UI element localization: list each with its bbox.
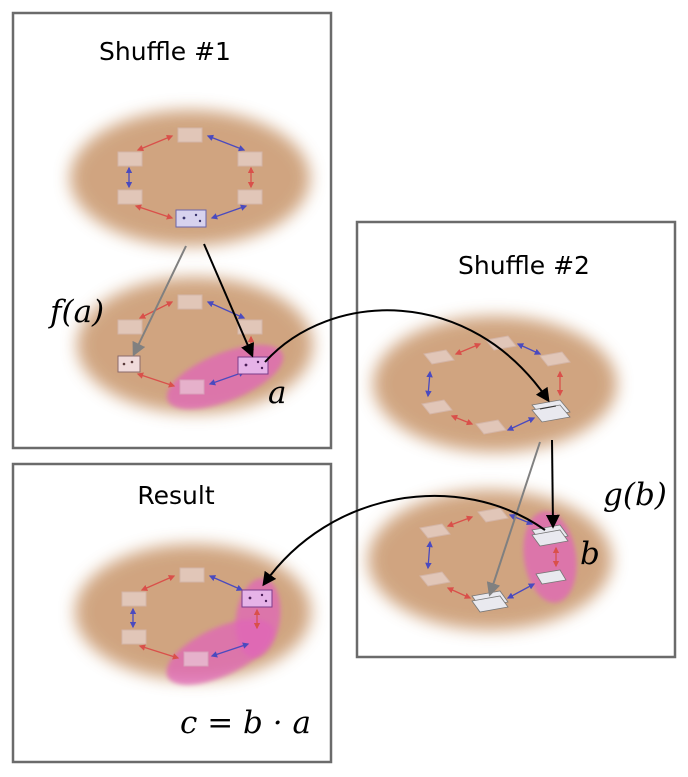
state-blob <box>70 110 310 246</box>
arrow-to-a <box>203 243 254 358</box>
current-state-card <box>175 209 207 228</box>
card-ring <box>117 127 263 205</box>
ring-arrows <box>425 513 560 599</box>
label-a: a <box>268 375 286 411</box>
result-title: Result <box>137 481 214 510</box>
arrow-to-f-a <box>132 245 187 357</box>
label-c-equation: c = b · a <box>180 705 311 741</box>
card-b <box>531 524 569 585</box>
label-b: b <box>580 536 600 572</box>
ring-arrows <box>425 343 564 431</box>
ring-arrows <box>129 575 261 660</box>
card-ring <box>117 294 263 395</box>
result-panel: Result c = b · a <box>11 462 333 764</box>
card-f-a <box>117 355 141 373</box>
card-ring <box>419 507 509 587</box>
arrow-a-to-shuffle2 <box>264 309 550 403</box>
arrow-to-b <box>545 439 560 529</box>
card-ring <box>421 335 571 435</box>
label-f-a: f(a) <box>48 294 104 330</box>
card-c <box>241 589 273 608</box>
arrow-to-g-b <box>486 441 541 597</box>
shuffle2-title: Shuffle #2 <box>458 251 590 280</box>
ring-arrows <box>125 134 255 220</box>
label-g-b: g(b) <box>603 477 667 513</box>
current-state-card <box>531 399 571 423</box>
shuffle1-title: Shuffle #1 <box>99 37 231 66</box>
shuffle1-panel: Shuffle #1 <box>11 11 333 450</box>
card-a <box>237 356 269 375</box>
arrow-b-to-result <box>262 494 546 587</box>
card-ring <box>121 567 209 667</box>
shuffle2-panel: Shuffle #2 <box>355 220 677 659</box>
